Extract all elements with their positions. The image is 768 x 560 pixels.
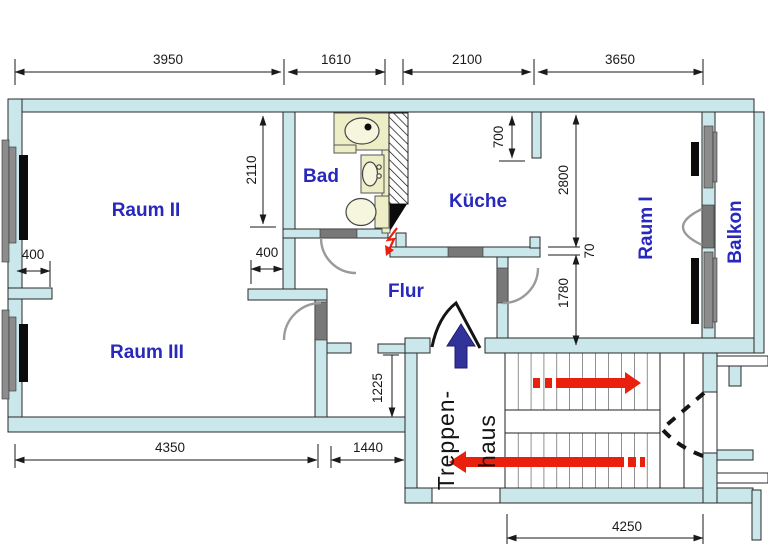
label-treppenhaus-line2: haus <box>474 414 500 468</box>
dim-label-2100: 2100 <box>452 52 482 67</box>
drain-dot-icon <box>364 123 372 131</box>
neighbor-wall-outline-top <box>716 355 768 367</box>
entrance-door-arc-icon <box>430 300 482 349</box>
kueche-door-sill <box>447 246 484 258</box>
wall-neighbor-stub <box>728 365 742 387</box>
shaft-triangle <box>390 204 407 231</box>
wall-divider-right <box>247 288 328 301</box>
sink-bowl-icon <box>361 161 379 187</box>
lightning-arrowhead-icon <box>385 245 394 256</box>
dimensions: 3950 1610 2100 3650 2110 400 400 700 280… <box>14 52 704 544</box>
dim-label-1780: 1780 <box>556 278 571 308</box>
wall-stair-left <box>404 352 418 504</box>
wall-shaft-connector <box>395 232 407 249</box>
dim-label-1225: 1225 <box>370 373 385 403</box>
radiator-raum1-lower <box>691 258 699 324</box>
staircase <box>504 353 685 488</box>
outline-bands <box>431 355 768 504</box>
entrance-arrow-icon <box>446 323 476 369</box>
washstand-step <box>333 144 357 154</box>
window-raum2-outer <box>1 139 10 263</box>
dim-label-3950: 3950 <box>153 52 183 67</box>
dim-label-2800: 2800 <box>556 165 571 195</box>
wall-raum2-east <box>282 111 296 301</box>
hatched-shaft <box>388 112 409 205</box>
wall-entrance-band-left <box>404 337 431 354</box>
tap-icon <box>376 164 382 170</box>
window-raum3-inner <box>8 316 17 392</box>
label-raum2: Raum II <box>112 200 181 221</box>
window-raum2-inner <box>8 146 17 244</box>
window-raum1-upper <box>703 125 714 189</box>
window-raum1-upper-sliver <box>712 131 718 183</box>
shaft <box>385 112 409 256</box>
toilet-icon <box>345 197 377 227</box>
bathroom-fixtures <box>333 112 391 234</box>
wall-top <box>7 98 755 113</box>
dim-label-700: 700 <box>491 126 506 149</box>
direction-arrows <box>446 323 645 473</box>
stairs-up-arrow-icon <box>533 372 641 394</box>
label-flur: Flur <box>388 281 424 302</box>
bad-door-sill <box>319 228 358 239</box>
wall-balkon-outer <box>753 111 765 354</box>
radiator-raum1-upper <box>691 142 699 176</box>
bad-door-arc-icon <box>319 237 357 275</box>
stair-door-opening <box>702 391 718 454</box>
wall-bottom-left <box>7 416 418 433</box>
room-labels: Raum II Raum III Bad Küche Flur Raum I B… <box>110 166 746 490</box>
wall-neighbor-strip <box>751 489 762 541</box>
washbasin-large-icon <box>344 117 380 145</box>
wall-kueche-stub <box>529 236 541 249</box>
radiator-raum3 <box>19 324 28 382</box>
label-treppenhaus-line1: Treppen- <box>433 390 459 490</box>
window-raum1-lower-sliver <box>712 257 718 323</box>
dim-label-70: 70 <box>582 243 597 258</box>
wall-divider-left-stub <box>7 287 53 300</box>
dim-label-4350: 4350 <box>155 440 185 455</box>
raum1-door-leaf <box>496 267 509 304</box>
balkon-door-leaf <box>701 204 715 249</box>
wall-neighbor-band <box>716 449 754 461</box>
lightning-icon <box>385 227 398 251</box>
radiator-raum2 <box>19 155 28 240</box>
dim-label-1440: 1440 <box>353 440 383 455</box>
dim-label-3650: 3650 <box>605 52 635 67</box>
wall-entrance-band-right <box>484 337 755 354</box>
stair-bottom-gap <box>431 487 501 504</box>
dim-label-1610: 1610 <box>321 52 351 67</box>
raum1-door-arc-icon <box>502 267 540 305</box>
windows-radiators <box>1 125 718 400</box>
raum3-door-arc-icon <box>282 301 322 341</box>
wall-stair-right-bottom <box>702 452 718 504</box>
dim-label-2110: 2110 <box>244 155 259 184</box>
stairs-down-arrow-icon <box>449 451 645 473</box>
wall-stair-bottom-left <box>404 487 433 504</box>
window-raum1-lower <box>703 251 714 329</box>
window-raum3-outer <box>1 309 10 400</box>
doors <box>282 204 715 458</box>
label-kueche: Küche <box>449 191 507 212</box>
raum3-door-leaf <box>314 301 328 341</box>
wall-stub-700 <box>531 111 542 159</box>
label-raum1: Raum I <box>636 196 657 259</box>
building-door-dashed-icon <box>659 391 706 458</box>
tap-icon <box>376 173 382 179</box>
label-bad: Bad <box>303 166 339 187</box>
balkon-door-arc-icon <box>682 207 703 247</box>
label-balkon: Balkon <box>725 200 746 263</box>
dim-label-400-mid: 400 <box>256 245 279 260</box>
wall-flur-stub-b <box>377 343 406 354</box>
toilet-tank <box>374 195 390 229</box>
neighbor-wall-outline-bottom <box>716 472 768 484</box>
label-raum3: Raum III <box>110 342 184 363</box>
dim-label-400-left: 400 <box>22 247 45 262</box>
wall-stair-right-top <box>702 352 718 393</box>
dim-label-4250: 4250 <box>612 519 642 534</box>
wall-flur-stub-a <box>326 342 352 354</box>
